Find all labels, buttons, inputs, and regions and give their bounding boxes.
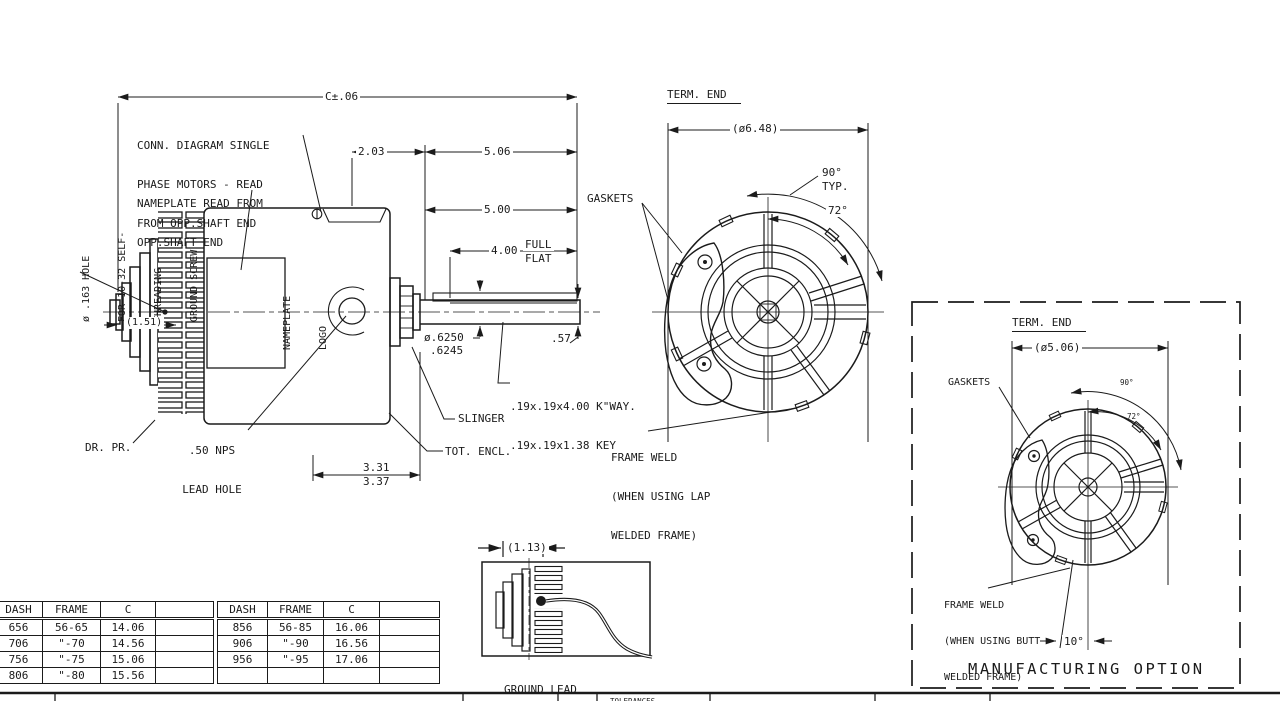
- mfg-angle-90-label: 90°: [1120, 378, 1134, 387]
- table-cell: 15.56: [100, 667, 156, 684]
- table-cell: 16.06: [323, 618, 380, 636]
- column-header: C: [100, 601, 156, 620]
- table-cell: [155, 635, 214, 652]
- term-end-title: TERM. END: [667, 88, 741, 104]
- dim-3-37: 3.37: [363, 475, 390, 488]
- dim-4-00: 4.00: [489, 244, 520, 257]
- term-end-view: [652, 197, 884, 442]
- dim-1-51: (1.51): [124, 317, 165, 329]
- column-header: FRAME: [267, 601, 324, 620]
- table-cell: 15.06: [100, 651, 156, 668]
- gaskets-label: GASKETS: [587, 192, 634, 205]
- dim-shaft-dia-lower: .6245: [430, 344, 464, 357]
- dim-flat: FLAT: [523, 252, 554, 265]
- table-cell: "-95: [267, 651, 324, 668]
- dim-3-31: 3.31: [363, 461, 390, 474]
- dim-2-03: 2.03: [356, 145, 387, 158]
- nameplate-logo-text: NAMEPLATE LOGO: [282, 295, 329, 350]
- dim-5-06: 5.06: [482, 145, 513, 158]
- dim-1-13: (1.13): [505, 541, 549, 554]
- keyway-note: .19x.19x4.00 K"WAY. .19x.19x1.38 KEY: [510, 400, 636, 452]
- table-cell: 956: [217, 651, 268, 668]
- table-cell: 756: [0, 651, 43, 668]
- mfg-option-caption: MANUFACTURING OPTION: [968, 660, 1205, 678]
- frame-weld-note-lap: FRAME WELD (WHEN USING LAP WELDED FRAME): [611, 451, 711, 542]
- column-header: FRAME: [42, 601, 101, 620]
- ground-lead-caption: GROUND LEAD MOUNTED(OPTIONAL): [504, 683, 577, 696]
- table-cell: "-75: [42, 651, 101, 668]
- table-cell: [379, 635, 440, 652]
- table-cell: "-90: [267, 635, 324, 652]
- dim-57: .57: [551, 332, 571, 345]
- mfg-term-end-title: TERM. END: [1012, 316, 1086, 332]
- slinger-label: SLINGER: [458, 412, 505, 425]
- table-cell: 906: [217, 635, 268, 652]
- angle-typ-label: TYP.: [820, 180, 851, 193]
- dim-full: FULL: [523, 238, 554, 251]
- table-cell: 17.06: [323, 651, 380, 668]
- mfg-option-view: [911, 301, 1241, 689]
- term-end-dimensions: [641, 123, 883, 442]
- angle-90-label: 90°: [820, 166, 844, 179]
- table-cell: [323, 667, 380, 684]
- dr-pr-label: DR. PR.: [85, 441, 132, 454]
- table-cell: [267, 667, 324, 684]
- frame-weld-note-butt: FRAME WELD (WHEN USING BUTT WELDED FRAME…: [944, 600, 1041, 683]
- table-cell: 856: [217, 618, 268, 636]
- table-cell: 16.56: [323, 635, 380, 652]
- conn-diagram-note: CONN. DIAGRAM SINGLE PHASE MOTORS - READ…: [137, 139, 270, 230]
- table-cell: 806: [0, 667, 43, 684]
- table-cell: 14.06: [100, 618, 156, 636]
- mfg-angle-10-label: 10°: [1062, 635, 1086, 648]
- table-cell: [379, 651, 440, 668]
- table-cell: 14.56: [100, 635, 156, 652]
- dim-5-00: 5.00: [482, 203, 513, 216]
- table-cell: "-70: [42, 635, 101, 652]
- lead-hole-label: .50 NPS LEAD HOLE: [182, 444, 242, 496]
- column-header: [155, 601, 214, 620]
- table-cell: 656: [0, 618, 43, 636]
- table-cell: [155, 618, 214, 636]
- term-end-dia: (ø6.48): [730, 122, 781, 135]
- table-cell: [155, 667, 214, 684]
- column-header: DASH: [0, 601, 43, 620]
- table-row: [217, 667, 440, 684]
- tolerances-label: TOLERANCES: [610, 695, 655, 701]
- nameplate-note: NAMEPLATE READ FROM OPP.SHAFT END: [137, 197, 263, 249]
- mfg-option-dimensions: [987, 341, 1183, 649]
- column-header: [379, 601, 440, 620]
- column-header: DASH: [217, 601, 268, 620]
- tot-encl-label: TOT. ENCL.: [445, 445, 512, 458]
- table-cell: "-80: [42, 667, 101, 684]
- angle-72-label: 72°: [826, 204, 850, 217]
- table-cell: [379, 667, 440, 684]
- dim-shaft-dia-upper: ø.6250: [424, 331, 464, 344]
- mfg-dia: (ø5.06): [1032, 341, 1083, 354]
- table-cell: [379, 618, 440, 636]
- dim-c: C±.06: [323, 90, 361, 103]
- mfg-gaskets-label: GASKETS: [948, 377, 991, 388]
- title-block-strip: [0, 691, 1280, 701]
- ground-screw-note: ø .163 HOLE FOR 10-32 SELF- THREADING GR…: [81, 231, 200, 322]
- table-cell: [155, 651, 214, 668]
- table-cell: 56-85: [267, 618, 324, 636]
- main-view-leaders: [79, 134, 510, 452]
- table-cell: [217, 667, 268, 684]
- column-header: C: [323, 601, 380, 620]
- table-cell: 56-65: [42, 618, 101, 636]
- main-view-motor-body: [103, 207, 600, 425]
- ground-lead-view: [478, 541, 653, 660]
- mfg-angle-72-label: 72°: [1127, 412, 1141, 421]
- table-cell: 706: [0, 635, 43, 652]
